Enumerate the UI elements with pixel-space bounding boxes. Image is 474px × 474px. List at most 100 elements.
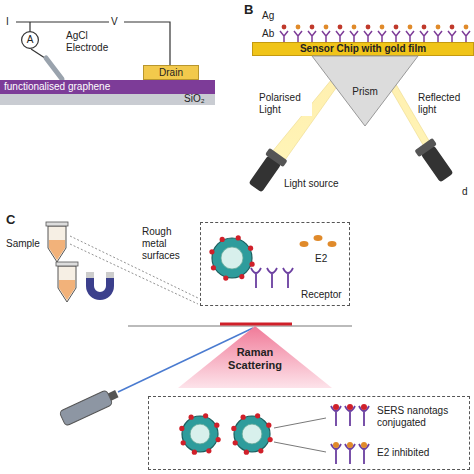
node-text: E2 [315, 253, 335, 265]
node-text: Prism [312, 86, 418, 98]
node-text: A [27, 34, 34, 46]
beam-label: Reflected light [417, 92, 471, 116]
antigen [450, 25, 455, 30]
antigen [352, 25, 357, 30]
node-subtext: Receptor [301, 289, 349, 301]
beam-label: Polarised Light [258, 92, 312, 116]
sample-tube [56, 262, 78, 302]
raman-tag [179, 426, 184, 431]
nanoparticle-core [190, 424, 210, 444]
antigen-label: Ag [262, 10, 274, 22]
sers-substrate [220, 323, 292, 326]
shape-outline [178, 326, 332, 388]
antibody [280, 31, 288, 42]
antigen [408, 25, 413, 30]
result-box: SERS nanotags conjugatedE2 inhibited [148, 396, 470, 470]
panel-letter: C [6, 212, 15, 227]
electrode-label: AgCl Electrode [66, 30, 118, 54]
antigen [422, 25, 427, 30]
raman-tag [181, 440, 186, 445]
magnet [86, 272, 114, 300]
raman-tag [244, 450, 249, 455]
shape-outline [312, 56, 418, 126]
raman-tag [223, 275, 228, 280]
antigen [296, 25, 301, 30]
sio2-substrate [0, 94, 215, 105]
antibody [462, 31, 470, 42]
surface-label: Rough metal surfaces [142, 226, 194, 262]
raman-tag [233, 440, 238, 445]
voltage-symbol: V [111, 16, 118, 28]
antigen [436, 25, 441, 30]
bound-molecule [333, 404, 339, 410]
raman-tag [220, 237, 225, 242]
antibody [294, 31, 302, 42]
raman-tag [211, 265, 216, 270]
raman-tag [249, 262, 254, 267]
raman-tag [216, 437, 221, 442]
antibody [336, 31, 344, 42]
detector-torch [414, 138, 456, 184]
circle-outline [22, 32, 39, 49]
substrate-label: SiO₂ [184, 93, 205, 105]
raman-tag [266, 423, 271, 428]
raman-tag [236, 235, 241, 240]
raman-tag [268, 437, 273, 442]
receptor [283, 268, 293, 288]
nanoparticle [182, 416, 218, 452]
antigen [464, 25, 469, 30]
sample-label: Sample [6, 238, 40, 250]
e2-molecule [328, 241, 337, 247]
antibody-label: Ab [262, 28, 274, 40]
nanoparticle-core [242, 424, 262, 444]
antibody [378, 31, 386, 42]
drain-electrode: Drain [143, 65, 199, 80]
antigen [310, 25, 315, 30]
bound-molecule [333, 442, 339, 448]
antibody [322, 31, 330, 42]
antibody [308, 31, 316, 42]
ammeter-circle: A [21, 31, 39, 49]
nanoparticle [212, 238, 252, 278]
antibody [434, 31, 442, 42]
raman-tag [239, 274, 244, 279]
raman-tag [189, 415, 194, 420]
node-text: functionalised graphene [4, 81, 110, 93]
antigen [394, 25, 399, 30]
bound-molecule [361, 442, 367, 448]
node-text: Drain [159, 67, 183, 79]
source-label: Light source [284, 178, 338, 190]
raman-tag [248, 246, 253, 251]
prism: Prism [312, 56, 418, 126]
node-text: Raman Scattering [220, 346, 290, 372]
antibody [420, 31, 428, 42]
antibody [448, 31, 456, 42]
antibody-row [280, 25, 470, 42]
nanoparticle-core [221, 247, 243, 269]
receptor [251, 268, 261, 288]
antigen [282, 25, 287, 30]
circuit-wire [16, 22, 170, 65]
raman-tag [203, 413, 208, 418]
raman-cone: Raman Scattering [178, 326, 332, 388]
laser [59, 386, 120, 426]
current-symbol: I [6, 16, 9, 28]
raman-tag [214, 423, 219, 428]
circuit-wire [29, 22, 30, 31]
antibody [364, 31, 372, 42]
antibody [406, 31, 414, 42]
raman-tag [258, 448, 263, 453]
antibody [392, 31, 400, 42]
panel-letter: B [244, 2, 253, 17]
raman-tag [231, 426, 236, 431]
raman-tag [206, 448, 211, 453]
bound-molecule [361, 404, 367, 410]
leader-line [274, 418, 326, 452]
raman-tag [241, 415, 246, 420]
sensor-chip: Sensor Chip with gold film [252, 42, 474, 56]
node-text: SERS nanotags conjugated [377, 405, 467, 429]
sample-tube [46, 222, 68, 262]
bound-molecule [347, 442, 353, 448]
antigen [338, 25, 343, 30]
